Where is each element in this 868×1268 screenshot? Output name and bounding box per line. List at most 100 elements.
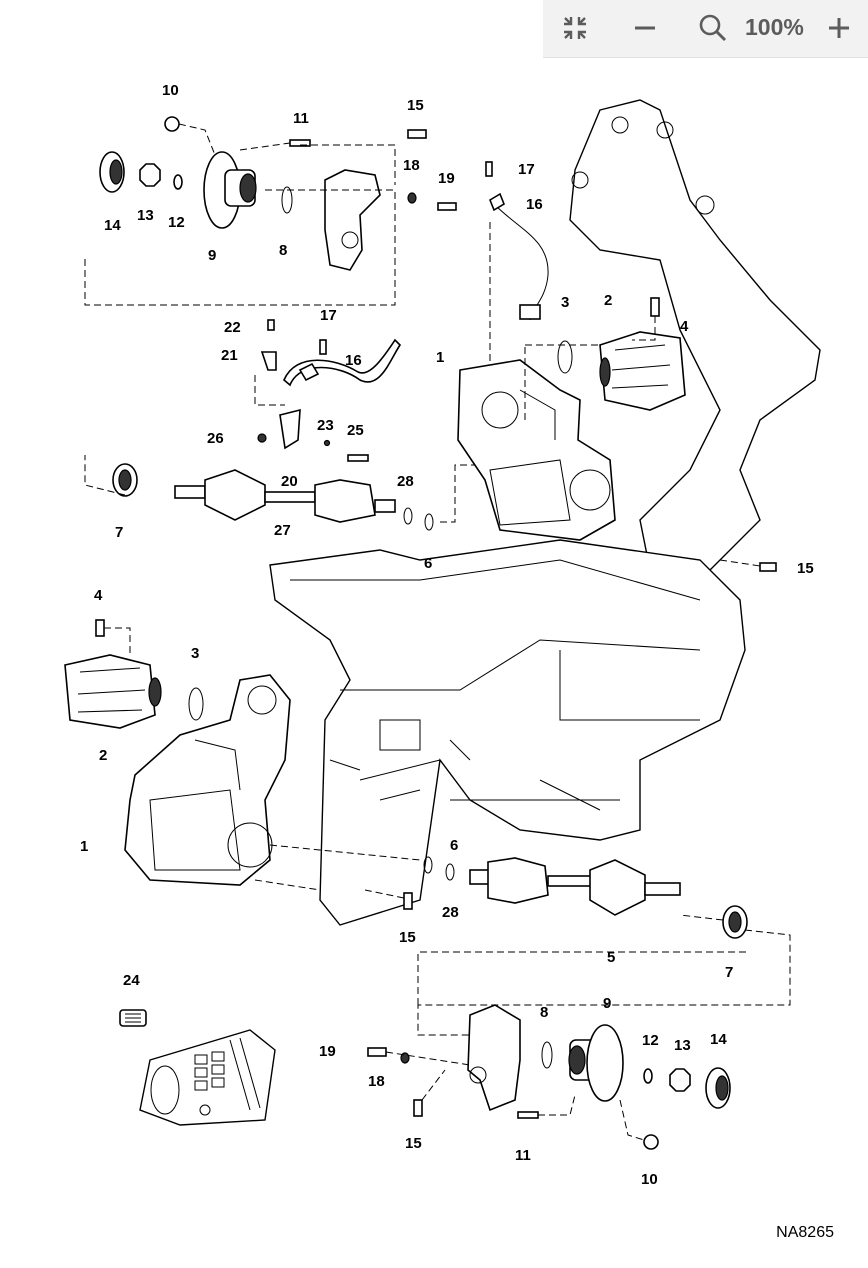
callout-9: 9 bbox=[208, 247, 216, 264]
part-9-hub-lower: 9 bbox=[568, 995, 624, 1102]
callout-15-lower: 15 bbox=[399, 929, 416, 946]
collapse-icon[interactable] bbox=[555, 8, 595, 48]
callout-12: 12 bbox=[168, 214, 185, 231]
steering-knuckle-lower bbox=[467, 1004, 521, 1112]
part-4-bolt-upper: 4 bbox=[632, 297, 689, 341]
callout-15: 15 bbox=[407, 97, 424, 114]
callout-13-lower: 13 bbox=[674, 1037, 691, 1054]
part-12-upper: 12 bbox=[168, 174, 185, 231]
part-24-module: 24 bbox=[119, 972, 147, 1027]
callout-27: 27 bbox=[274, 522, 291, 539]
callout-10-lower: 10 bbox=[641, 1171, 658, 1188]
callout-8-lower: 8 bbox=[540, 1004, 548, 1021]
callout-18: 18 bbox=[403, 157, 420, 174]
zoom-level: 100% bbox=[745, 14, 804, 40]
zoom-out-icon[interactable] bbox=[625, 8, 665, 48]
part-13-upper: 13 bbox=[137, 163, 161, 224]
callout-4-lower: 4 bbox=[94, 587, 103, 604]
callout-7: 7 bbox=[115, 524, 123, 541]
search-icon bbox=[699, 14, 727, 42]
zoom-in-icon[interactable] bbox=[819, 8, 859, 48]
part-14-upper: 14 bbox=[99, 151, 125, 234]
figure-id: NA8265 bbox=[776, 1224, 834, 1241]
exploded-parts-diagram: 10 14 13 12 9 11 8 1 bbox=[64, 82, 821, 1188]
part-11-upper: 11 bbox=[239, 110, 311, 151]
callout-15-bottom: 15 bbox=[405, 1135, 422, 1152]
callout-7-lower: 7 bbox=[725, 964, 733, 981]
part-2-motor-upper: 2 bbox=[524, 292, 686, 420]
callout-2: 2 bbox=[604, 292, 612, 309]
callout-4: 4 bbox=[680, 318, 689, 335]
part-7-boot-lower: 7 bbox=[417, 905, 791, 1036]
callout-24: 24 bbox=[123, 972, 140, 989]
callout-21: 21 bbox=[221, 347, 238, 364]
part-3-seal-lower: 3 bbox=[188, 645, 204, 721]
callout-5: 5 bbox=[607, 949, 615, 966]
part-8-lower: 8 bbox=[540, 1004, 553, 1069]
part-19-lower: 19 bbox=[319, 1043, 387, 1060]
callout-8: 8 bbox=[279, 242, 287, 259]
part-27-axle-shaft-upper: 27 bbox=[174, 469, 396, 539]
part-9-hub-upper: 9 bbox=[203, 151, 257, 264]
part-6-upper: 6 bbox=[84, 455, 490, 572]
callout-6-lower: 6 bbox=[450, 837, 458, 854]
minus-icon bbox=[635, 26, 655, 30]
part-28-lower: 28 bbox=[442, 863, 459, 921]
part-18-upper: 18 bbox=[403, 157, 420, 204]
callout-26: 26 bbox=[207, 430, 224, 447]
part-22: 22 bbox=[224, 319, 275, 336]
callout-23: 23 bbox=[317, 417, 334, 434]
part-7-boot-upper: 7 bbox=[112, 463, 138, 541]
callout-25: 25 bbox=[347, 422, 364, 439]
callout-16-mid: 16 bbox=[345, 352, 362, 369]
steering-knuckle-upper bbox=[84, 144, 396, 306]
part-15-upper: 15 bbox=[407, 97, 427, 139]
part-17-upper: 17 bbox=[485, 161, 535, 178]
callout-14: 14 bbox=[104, 217, 121, 234]
viewer-toolbar: 100% bbox=[543, 0, 868, 58]
part-18-lower: 18 bbox=[368, 1051, 471, 1090]
callout-1-lower: 1 bbox=[80, 838, 88, 855]
part-14-lower: 14 bbox=[705, 1031, 731, 1109]
callout-3: 3 bbox=[561, 294, 569, 311]
callout-17: 17 bbox=[518, 161, 535, 178]
callout-15-frame: 15 bbox=[797, 560, 814, 577]
part-6-lower: 6 bbox=[423, 837, 458, 874]
part-3-seal-upper: 3 bbox=[557, 294, 573, 374]
collapse-icon-svg bbox=[564, 17, 586, 39]
part-10-upper: 10 bbox=[162, 82, 216, 156]
plus-icon bbox=[829, 18, 849, 38]
part-16-speed-sensor-mid: 16 bbox=[283, 338, 402, 387]
part-11-lower: 11 bbox=[515, 1094, 576, 1164]
part-1-gearbox-upper: 1 bbox=[436, 349, 616, 541]
part-25: 25 bbox=[347, 422, 369, 462]
part-8-upper: 8 bbox=[279, 186, 293, 259]
callout-3-lower: 3 bbox=[191, 645, 199, 662]
part-15-lower: 15 bbox=[405, 1069, 446, 1152]
callout-11-lower: 11 bbox=[515, 1147, 531, 1164]
callout-6: 6 bbox=[424, 555, 432, 572]
callout-10: 10 bbox=[162, 82, 179, 99]
part-4-bolt-lower: 4 bbox=[94, 587, 131, 655]
magnifier-icon[interactable] bbox=[693, 8, 733, 48]
callout-12-lower: 12 bbox=[642, 1032, 659, 1049]
part-13-lower: 13 bbox=[669, 1037, 691, 1092]
callout-22: 22 bbox=[224, 319, 241, 336]
part-15-frame-bolt: 15 bbox=[719, 559, 814, 577]
callout-1: 1 bbox=[436, 349, 444, 366]
callout-18-lower: 18 bbox=[368, 1073, 385, 1090]
callout-28-lower: 28 bbox=[442, 904, 459, 921]
callout-11: 11 bbox=[293, 110, 309, 127]
callout-20: 20 bbox=[281, 473, 298, 490]
part-12-lower: 12 bbox=[642, 1032, 659, 1084]
part-16-speed-sensor-upper: 16 bbox=[489, 192, 549, 370]
part-15-lower-mid: 15 bbox=[364, 889, 416, 946]
part-28-upper: 28 bbox=[397, 473, 414, 525]
callout-16: 16 bbox=[526, 196, 543, 213]
callout-2-lower: 2 bbox=[99, 747, 107, 764]
chassis-frame bbox=[269, 99, 821, 926]
part-1-gearbox-lower: 1 bbox=[80, 674, 421, 891]
part-10-lower: 10 bbox=[619, 1099, 659, 1188]
callout-14-lower: 14 bbox=[710, 1031, 727, 1048]
callout-9-lower: 9 bbox=[603, 995, 611, 1012]
